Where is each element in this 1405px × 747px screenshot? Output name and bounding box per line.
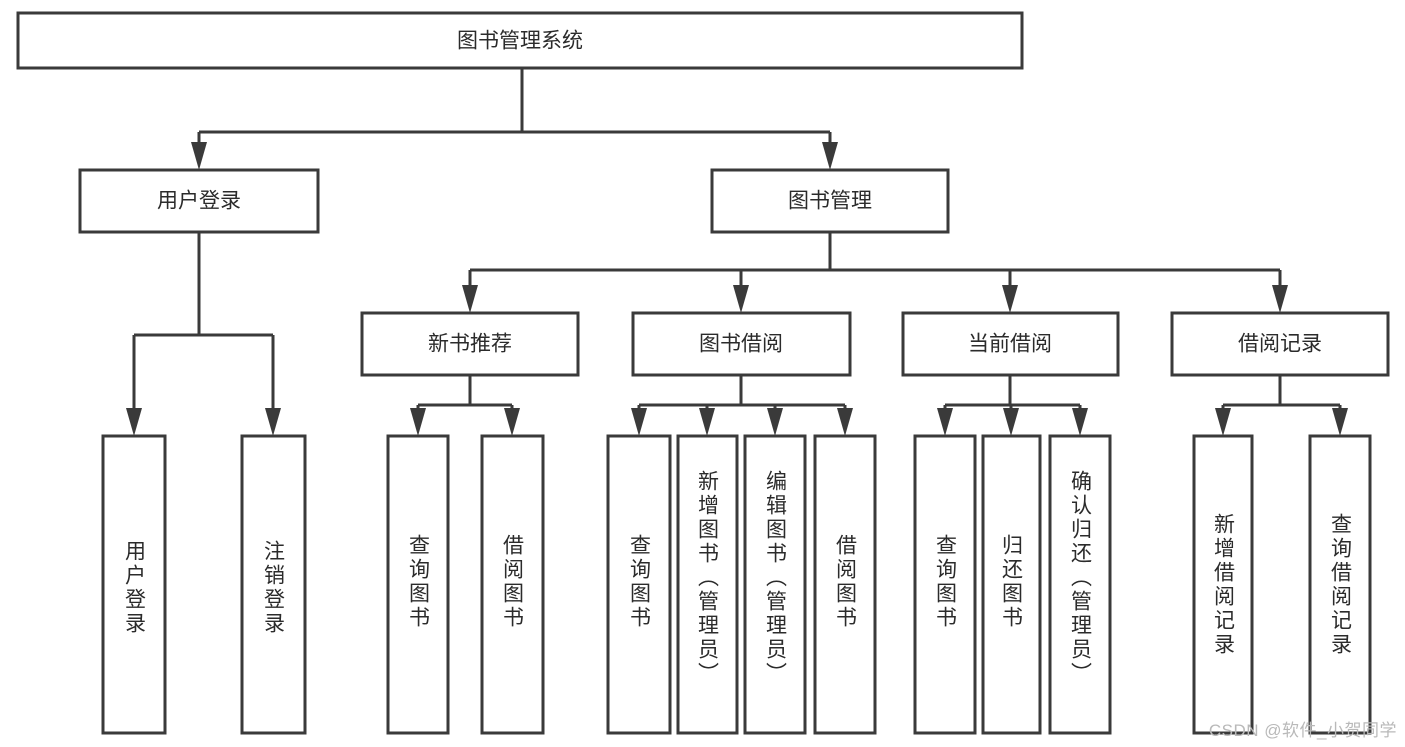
connector-group-borrow	[631, 375, 853, 436]
arrow-head-icon	[1215, 408, 1231, 436]
arrow-head-icon	[1002, 285, 1018, 313]
node-new-book-recommend[interactable]: 新书推荐	[360, 311, 580, 377]
arrow-head-icon	[191, 142, 207, 170]
leaf-return-book-label: 归还图书	[1000, 534, 1024, 630]
leaf-add-book-admin-box[interactable]	[676, 434, 739, 735]
leaf-query-book-current-box[interactable]	[913, 434, 977, 735]
arrow-head-icon	[126, 408, 142, 436]
leaf-user-login-label: 用户登录	[123, 540, 147, 636]
leaf-query-book-recommend-box[interactable]	[386, 434, 450, 735]
arrow-head-icon	[733, 285, 749, 313]
node-current-borrow[interactable]: 当前借阅	[901, 311, 1120, 377]
node-book-borrow-label: 图书借阅	[699, 333, 783, 356]
arrow-head-icon	[462, 285, 478, 313]
leaf-query-book-borrow[interactable]: 查询图书	[606, 434, 672, 735]
node-root-box[interactable]	[16, 11, 1024, 70]
node-root[interactable]: 图书管理系统	[16, 11, 1024, 70]
leaf-query-book-recommend[interactable]: 查询图书	[386, 434, 450, 735]
leaf-borrow-book-recommend[interactable]: 借阅图书	[480, 434, 545, 735]
leaf-borrow-book-label: 借阅图书	[834, 534, 858, 630]
node-book-management-label: 图书管理	[788, 190, 872, 213]
leaf-user-login[interactable]: 用户登录	[101, 434, 167, 735]
leaf-add-book-admin-label: 新增图书（管理员）	[696, 470, 720, 686]
leaf-query-borrow-record[interactable]: 查询借阅记录	[1308, 434, 1372, 735]
leaf-add-book-admin[interactable]: 新增图书（管理员）	[676, 434, 739, 735]
connector-group-user-login	[126, 232, 281, 436]
node-borrow-record[interactable]: 借阅记录	[1170, 311, 1390, 377]
leaf-query-borrow-record-box[interactable]	[1308, 434, 1372, 735]
leaf-borrow-book-recommend-box[interactable]	[480, 434, 545, 735]
arrow-head-icon	[767, 408, 783, 436]
arrow-head-icon	[1272, 285, 1288, 313]
node-book-management[interactable]: 图书管理	[710, 168, 950, 234]
leaf-logout-box[interactable]	[240, 434, 307, 735]
leaf-edit-book-admin-box[interactable]	[743, 434, 807, 735]
leaf-edit-book-admin-label: 编辑图书（管理员）	[764, 470, 788, 686]
leaf-borrow-book[interactable]: 借阅图书	[813, 434, 877, 735]
leaf-edit-book-admin[interactable]: 编辑图书（管理员）	[743, 434, 807, 735]
leaf-return-book-box[interactable]	[981, 434, 1042, 735]
connector-group-new-book	[410, 375, 520, 436]
node-book-borrow[interactable]: 图书借阅	[631, 311, 852, 377]
leaf-query-book-recommend-label: 查询图书	[407, 534, 431, 630]
connector-group-record	[1215, 375, 1348, 436]
node-root-label: 图书管理系统	[457, 30, 583, 53]
arrow-head-icon	[631, 408, 647, 436]
node-borrow-record-box[interactable]	[1170, 311, 1390, 377]
node-new-book-recommend-box[interactable]	[360, 311, 580, 377]
node-book-management-box[interactable]	[710, 168, 950, 234]
arrow-head-icon	[1332, 408, 1348, 436]
arrow-head-icon	[1003, 408, 1019, 436]
node-user-login-box[interactable]	[78, 168, 320, 234]
node-user-login[interactable]: 用户登录	[78, 168, 320, 234]
node-borrow-record-label: 借阅记录	[1238, 333, 1322, 356]
leaf-logout[interactable]: 注销登录	[240, 434, 307, 735]
connector-group-root	[191, 68, 838, 170]
leaf-confirm-return-admin-label: 确认归还（管理员）	[1069, 470, 1093, 686]
leaf-borrow-book-box[interactable]	[813, 434, 877, 735]
node-user-login-label: 用户登录	[157, 190, 241, 213]
arrow-head-icon	[837, 408, 853, 436]
leaf-add-borrow-record-box[interactable]	[1192, 434, 1254, 735]
leaf-borrow-book-recommend-label: 借阅图书	[501, 534, 525, 630]
node-new-book-recommend-label: 新书推荐	[428, 333, 512, 356]
connector-group-book-mgmt	[462, 232, 1288, 313]
arrow-head-icon	[410, 408, 426, 436]
connector-group-current-borrow	[937, 375, 1088, 436]
arrow-head-icon	[1072, 408, 1088, 436]
leaf-query-book-borrow-box[interactable]	[606, 434, 672, 735]
node-current-borrow-label: 当前借阅	[968, 333, 1052, 356]
leaf-confirm-return-admin-box[interactable]	[1048, 434, 1112, 735]
arrow-head-icon	[265, 408, 281, 436]
arrow-head-icon	[699, 408, 715, 436]
leaf-query-borrow-record-label: 查询借阅记录	[1329, 513, 1353, 657]
arrow-head-icon	[822, 142, 838, 170]
node-current-borrow-box[interactable]	[901, 311, 1120, 377]
arrow-head-icon	[937, 408, 953, 436]
node-book-borrow-box[interactable]	[631, 311, 852, 377]
leaf-return-book[interactable]: 归还图书	[981, 434, 1042, 735]
leaf-query-book-current[interactable]: 查询图书	[913, 434, 977, 735]
leaf-query-book-current-label: 查询图书	[934, 534, 958, 630]
arrow-head-icon	[504, 408, 520, 436]
leaf-add-borrow-record[interactable]: 新增借阅记录	[1192, 434, 1254, 735]
leaf-logout-label: 注销登录	[262, 540, 286, 636]
leaf-add-borrow-record-label: 新增借阅记录	[1212, 513, 1236, 657]
leaf-user-login-box[interactable]	[101, 434, 167, 735]
leaf-confirm-return-admin[interactable]: 确认归还（管理员）	[1048, 434, 1112, 735]
leaf-query-book-borrow-label: 查询图书	[628, 534, 652, 630]
